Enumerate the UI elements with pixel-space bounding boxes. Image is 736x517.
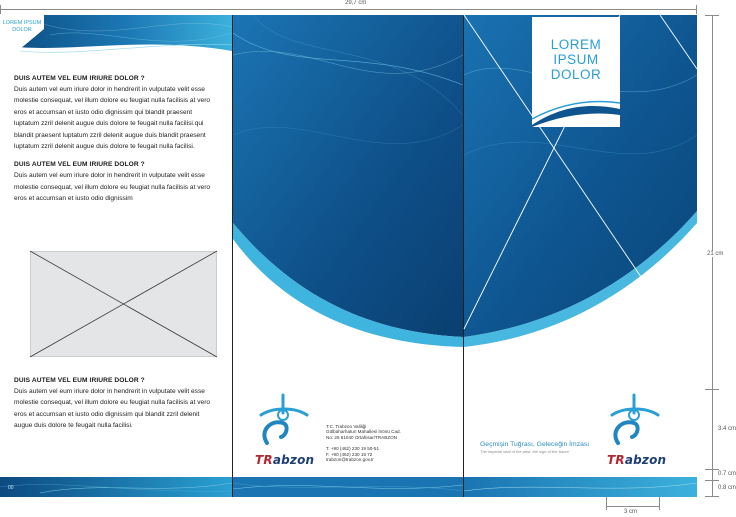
address-line-2: Gülbaharhatun Mahallesi İnönü Cad. bbox=[326, 429, 401, 435]
height-dimension-label: 21 cm bbox=[707, 251, 724, 257]
header-wave-graphic bbox=[0, 15, 233, 63]
trabzon-wordmark: TRabzon bbox=[255, 453, 315, 467]
footer-wave-graphic bbox=[0, 477, 233, 497]
section-text-3: Duis autem vel eum iriure dolor in hendr… bbox=[14, 388, 211, 430]
bottom-dimension-line bbox=[606, 506, 659, 507]
panel-inner-left: LOREM IPSUM DOLOR DUIS AUTEM VEL EUM IRI… bbox=[0, 15, 233, 497]
text-block-1: DUIS AUTEM VEL EUM IRIURE DOLOR ? Duis a… bbox=[14, 75, 219, 214]
segment3-label: 0.8 cm bbox=[718, 485, 736, 491]
width-dimension-line bbox=[0, 9, 697, 10]
section-heading-2: DUIS AUTEM VEL EUM IRIURE DOLOR ? bbox=[14, 161, 145, 169]
section-heading-1: DUIS AUTEM VEL EUM IRIURE DOLOR ? bbox=[14, 75, 145, 82]
height-tick-top bbox=[705, 15, 719, 16]
panel-cover: LOREM IPSUM DOLOR TRabzon Geçmişin Tuğra… bbox=[463, 14, 698, 497]
section-text-1: Duis autem vel eum iriure dolor in hendr… bbox=[14, 86, 211, 151]
brochure-sheet: LOREM IPSUM DOLOR DUIS AUTEM VEL EUM IRI… bbox=[0, 14, 698, 497]
address-line-3: No: 26 61040 Ortahisar/TRABZON bbox=[326, 434, 397, 440]
cover-slogan: Geçmişin Tuğrası, Geleceğin İmzası bbox=[480, 441, 590, 448]
width-tick-left bbox=[0, 5, 1, 14]
section-heading-3: DUIS AUTEM VEL EUM IRIURE DOLOR ? bbox=[14, 377, 145, 384]
bottom-dimension-label: 3 cm bbox=[624, 509, 638, 515]
fax-line: F. +90 (462) 230 19 72 bbox=[326, 451, 373, 457]
fold-line-2 bbox=[463, 15, 464, 497]
fold-line-1 bbox=[232, 15, 233, 497]
image-placeholder bbox=[29, 250, 218, 358]
corner-tag: LOREM IPSUM DOLOR bbox=[2, 20, 42, 33]
cover-title-box: LOREM IPSUM DOLOR bbox=[531, 17, 621, 127]
cover-wordmark: TRabzon bbox=[607, 453, 667, 467]
title-swoosh bbox=[531, 100, 621, 127]
back-wave-graphic bbox=[232, 14, 464, 347]
phone-line: T. +90 (462) 230 19 50-51 bbox=[326, 446, 379, 452]
seg-tick-4 bbox=[705, 496, 719, 497]
seg-tick-2 bbox=[705, 469, 719, 470]
width-dimension-label: 29,7 cm bbox=[343, 0, 369, 6]
text-block-2: DUIS AUTEM VEL EUM IRIURE DOLOR ? Duis a… bbox=[14, 377, 219, 441]
placeholder-cross bbox=[29, 250, 218, 358]
cover-slogan-subtitle: The imperial seal of the past, the sign … bbox=[480, 449, 569, 454]
cover-logo-mark bbox=[610, 393, 660, 445]
segment1-label: 3.4 cm bbox=[718, 426, 736, 432]
back-footer-wave bbox=[232, 477, 464, 497]
seg-tick-3 bbox=[705, 480, 719, 481]
trabzon-logo-mark bbox=[259, 393, 309, 445]
seg-tick-1 bbox=[705, 389, 719, 390]
width-tick-right bbox=[696, 5, 697, 14]
email-line: trabzon@trabzon.gov.tr bbox=[326, 457, 374, 463]
page-number: 00 bbox=[8, 485, 14, 491]
section-text-2: Duis autem vel eum iriure dolor in hendr… bbox=[14, 172, 211, 203]
segment2-label: 0.7 cm bbox=[718, 471, 736, 477]
contact-info: T.C. Trabzon Valiliği Gülbaharhatun Maha… bbox=[326, 424, 446, 462]
cover-title: LOREM IPSUM DOLOR bbox=[550, 37, 602, 82]
cover-footer-wave bbox=[463, 477, 698, 497]
panel-back: TRabzon T.C. Trabzon Valiliği Gülbaharha… bbox=[232, 14, 464, 497]
address-line-1: T.C. Trabzon Valiliği bbox=[326, 424, 367, 429]
